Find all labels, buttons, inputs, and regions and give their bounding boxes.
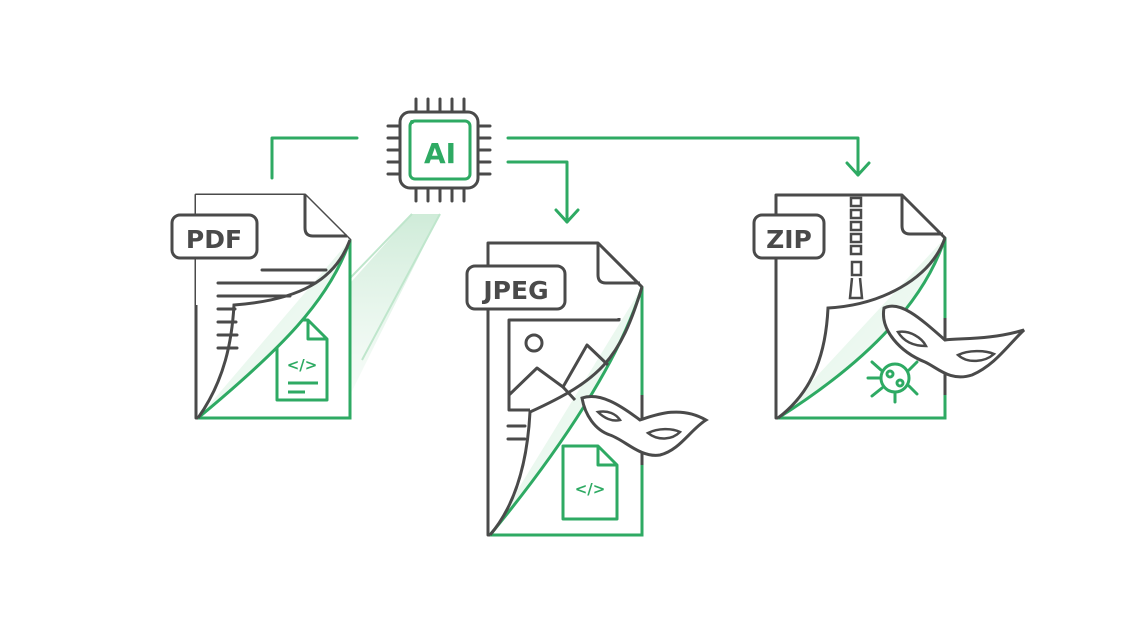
code-file-icon: </>: [561, 444, 619, 521]
file-type-badge: [752, 213, 826, 260]
arrowhead-jpeg: [554, 208, 580, 224]
image-icon: [507, 318, 621, 412]
file-type-badge: [170, 213, 259, 260]
file-type-label: ZIP: [766, 225, 812, 254]
file-jpeg: </> JPEG: [465, 241, 709, 537]
connectors: [270, 136, 871, 224]
bug-icon: [866, 360, 919, 404]
file-zip: ZIP: [752, 193, 1026, 420]
mask-icon: [580, 395, 709, 457]
mask-icon: [882, 304, 1026, 379]
beam-edge: [361, 213, 441, 361]
file-type-label: PDF: [186, 225, 242, 254]
code-glyph: </>: [287, 356, 318, 374]
file-type-label: JPEG: [481, 276, 548, 305]
connector-to-zip: [506, 136, 860, 177]
code-glyph: </>: [575, 480, 606, 498]
ai-chip-icon: AI: [386, 97, 492, 203]
connector-to-pdf: [270, 136, 359, 180]
zipper-icon: [848, 196, 864, 300]
file-type-badge: [465, 264, 567, 311]
ai-label: AI: [424, 137, 456, 170]
file-pdf: </> PDF: [170, 193, 352, 420]
connector-to-jpeg: [506, 160, 569, 224]
arrowhead-zip: [845, 161, 871, 177]
